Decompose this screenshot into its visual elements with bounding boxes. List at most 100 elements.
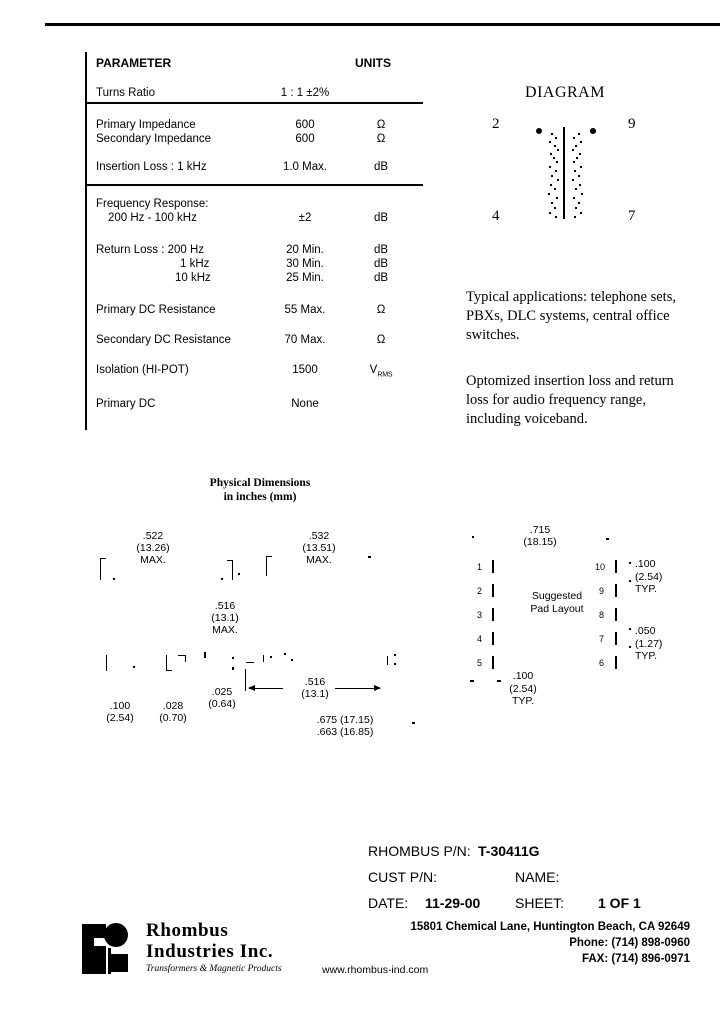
physical-dimensions-title: Physical Dimensions in inches (mm) [140, 476, 380, 504]
witness-mark [472, 536, 474, 538]
witness-mark [629, 580, 631, 582]
row-param: Primary DC [96, 398, 156, 410]
row-param: 1 kHz [180, 258, 210, 270]
fax-line: FAX: (714) 896-0971 [581, 953, 690, 965]
row-param: 10 kHz [175, 272, 211, 284]
row-param: Frequency Response: [96, 198, 209, 210]
pn-value: T-30411G [478, 843, 540, 859]
sheet-value: 1 OF 1 [598, 895, 641, 911]
row-value: 55 Max. [284, 304, 326, 316]
witness-mark [270, 656, 272, 658]
witness-mark [232, 667, 234, 670]
date-label: DATE: [368, 895, 409, 911]
witness-mark [232, 657, 234, 659]
row-value: 1.0 Max. [282, 161, 328, 173]
row-value: 20 Min. [286, 244, 324, 256]
witness-mark [232, 560, 233, 580]
table-row: Turns Ratio 1 : 1 ±2% [85, 86, 423, 101]
row-unit: dB [373, 212, 389, 224]
pin-label-4: 4 [492, 208, 500, 224]
row-unit: Ω [376, 334, 386, 346]
dimension-line-516 [249, 688, 283, 689]
witness-mark [100, 558, 101, 580]
dimension-arrow-right-icon [374, 685, 381, 691]
witness-mark [284, 653, 286, 655]
dimension-arrow-left-icon [248, 685, 255, 691]
witness-mark [178, 655, 186, 656]
phone-line: Phone: (714) 898-0960 [569, 937, 690, 949]
witness-mark [166, 670, 172, 671]
row-unit: Ω [376, 304, 386, 316]
witness-mark [166, 655, 167, 671]
pad-mark [615, 608, 617, 621]
row-unit: VRMS [369, 364, 393, 379]
header-parameter: PARAMETER [96, 56, 172, 70]
schematic-diagram: DIAGRAM 2 9 4 7 [460, 80, 690, 240]
secondary-winding-icon [570, 130, 586, 220]
pad-mark [615, 560, 617, 573]
table-row: Return Loss : 200 Hz 20 Min. dB [85, 243, 423, 258]
witness-mark [204, 652, 206, 658]
rhombus-logo-icon [82, 923, 128, 974]
dimension-callout-028: .028 (0.70) [159, 700, 187, 724]
pad-mark [492, 656, 494, 669]
website-url[interactable]: www.rhombus-ind.com [322, 964, 429, 976]
diagram-title: DIAGRAM [525, 84, 605, 101]
dimension-callout-516-span: .516 (13.1) [301, 676, 329, 700]
table-row: Secondary Impedance 600 Ω [85, 132, 423, 147]
pad-mark [615, 632, 617, 645]
witness-mark [394, 654, 396, 656]
table-row: 1 kHz 30 Min. dB [85, 257, 423, 272]
witness-mark [394, 663, 396, 665]
row-value: ±2 [298, 212, 312, 224]
pad-number-3: 3 [477, 610, 483, 620]
row-value: 30 Min. [286, 258, 324, 270]
witness-mark [368, 556, 371, 558]
dimension-line-516 [335, 688, 380, 689]
witness-mark [266, 556, 272, 557]
dimension-callout-025: .025 (0.64) [208, 686, 236, 710]
header-units: UNITS [355, 56, 391, 70]
pad-mark [492, 632, 494, 645]
witness-mark [291, 659, 293, 661]
date-value: 11-29-00 [425, 895, 481, 911]
row-param: Return Loss : 200 Hz [96, 244, 205, 256]
pad-mark [492, 608, 494, 621]
company-logo: Rhombus Industries Inc. Transformers & M… [80, 920, 360, 982]
transformer-core-icon [563, 127, 565, 219]
dimension-callout-663: .663 (16.85) [316, 726, 374, 738]
row-unit: dB [373, 161, 389, 173]
dimension-callout-522: .522 (13.26) MAX. [136, 530, 170, 566]
applications-note: Typical applications: telephone sets, PB… [466, 289, 676, 343]
row-param: 200 Hz - 100 kHz [108, 212, 197, 224]
pad-mark [615, 656, 617, 669]
cust-pn-label: CUST P/N: [368, 869, 437, 885]
row-param: Primary DC Resistance [96, 304, 216, 316]
pad-number-9: 9 [599, 586, 605, 596]
header-rule [45, 23, 720, 26]
dimension-callout-675: .675 (17.15) [316, 714, 374, 726]
pad-pitch-100-typ: .100 (2.54) TYP. [635, 558, 663, 595]
witness-mark [629, 562, 631, 564]
witness-mark [113, 578, 115, 580]
dimension-callout-100: .100 (2.54) [106, 700, 134, 724]
pin-label-7: 7 [628, 208, 636, 224]
witness-mark [133, 666, 135, 668]
logo-company-line2: Industries Inc. [146, 941, 274, 962]
name-label: NAME: [515, 869, 560, 885]
row-unit: Ω [376, 133, 386, 145]
table-left-border [85, 52, 87, 430]
pad-number-10: 10 [595, 562, 606, 572]
table-header-row: PARAMETER UNITS [85, 56, 423, 71]
pad-number-1: 1 [477, 562, 483, 572]
logo-company-line1: Rhombus [146, 920, 229, 941]
row-param: Primary Impedance [96, 119, 196, 131]
row-value: 70 Max. [284, 334, 326, 346]
polarity-dot-primary-icon [536, 128, 542, 134]
pad-number-5: 5 [477, 658, 483, 668]
table-row: Primary DC Resistance 55 Max. Ω [85, 303, 423, 318]
table-row: Frequency Response: [85, 197, 423, 212]
table-row: Primary DC None [85, 397, 423, 412]
witness-mark [221, 578, 223, 580]
row-value: 1 : 1 ±2% [280, 87, 330, 99]
